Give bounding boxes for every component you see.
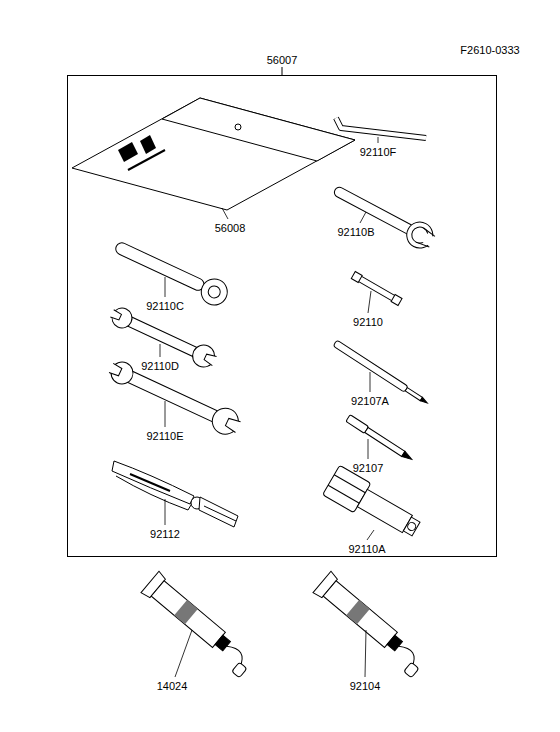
grease-tube bbox=[312, 571, 431, 678]
open-end-wrench bbox=[109, 305, 136, 332]
figure-code: F2610-0333 bbox=[460, 44, 519, 57]
open-end-wrench bbox=[106, 356, 244, 439]
callout-number: 92110 bbox=[353, 316, 383, 329]
plug-wrench bbox=[323, 465, 425, 543]
callout-number: 92110A bbox=[348, 543, 385, 556]
leader-line bbox=[165, 401, 166, 427]
open-end-wrench bbox=[126, 371, 222, 424]
grease-tube bbox=[221, 643, 247, 668]
open-end-wrench bbox=[208, 404, 243, 439]
open-end-wrench bbox=[110, 310, 122, 321]
kit-outline-box: 56007 bbox=[67, 75, 497, 557]
pliers bbox=[199, 497, 238, 527]
hex-key bbox=[336, 118, 426, 138]
ring-wrench bbox=[114, 241, 206, 292]
open-end-wrench bbox=[203, 352, 216, 365]
ring-wrench bbox=[111, 235, 232, 310]
screwdriver bbox=[420, 397, 428, 404]
small-wrench bbox=[351, 272, 362, 283]
callout-number: 56007 bbox=[68, 54, 496, 67]
open-end-wrench bbox=[107, 358, 136, 387]
plug-wrench bbox=[328, 485, 359, 503]
callout-number: 92107A bbox=[351, 395, 389, 408]
plug-wrench bbox=[334, 475, 365, 493]
hook-spanner bbox=[423, 228, 436, 236]
small-wrench bbox=[351, 272, 402, 306]
leader-line bbox=[282, 67, 283, 75]
grease-tube bbox=[151, 581, 225, 648]
open-end-wrench bbox=[125, 316, 200, 358]
callout-number: 92107 bbox=[353, 462, 384, 475]
callout-number: 92110E bbox=[146, 430, 183, 443]
open-end-wrench bbox=[225, 417, 241, 433]
leader-line bbox=[360, 212, 366, 223]
grease-tube bbox=[393, 643, 419, 668]
callout-number: 92110B bbox=[337, 226, 374, 239]
leader-line bbox=[365, 630, 366, 677]
plug-wrench bbox=[406, 521, 417, 532]
callout-number: 92112 bbox=[150, 528, 180, 541]
grease-tube bbox=[346, 600, 370, 624]
callout-number: 92110C bbox=[146, 300, 184, 313]
leader-line bbox=[367, 530, 374, 540]
grease-tube bbox=[174, 600, 198, 624]
open-end-wrench bbox=[189, 341, 218, 370]
screwdriver bbox=[346, 415, 369, 434]
leader-line bbox=[378, 137, 379, 143]
tool-pouch bbox=[72, 98, 355, 210]
leader-line bbox=[222, 208, 228, 219]
tool-pouch bbox=[235, 124, 241, 130]
leader-line bbox=[368, 439, 369, 459]
small-wrench bbox=[391, 295, 402, 306]
grease-tube bbox=[232, 662, 247, 678]
leader-line bbox=[160, 344, 161, 357]
hook-spanner bbox=[416, 240, 429, 248]
grease-tube bbox=[215, 635, 230, 651]
leader-line bbox=[370, 372, 371, 392]
tool-pouch bbox=[72, 98, 355, 210]
grease-tube bbox=[404, 662, 419, 678]
pliers bbox=[130, 474, 170, 491]
ring-wrench bbox=[197, 275, 232, 310]
hex-key bbox=[336, 118, 426, 138]
hook-spanner bbox=[402, 217, 437, 252]
grease-tube bbox=[140, 571, 259, 678]
screwdriver bbox=[365, 427, 405, 456]
leader-line bbox=[165, 277, 166, 297]
ring-wrench bbox=[206, 284, 222, 300]
callout-number: 14024 bbox=[157, 680, 188, 693]
leader-line bbox=[175, 630, 192, 677]
callout-number: 92110F bbox=[360, 146, 397, 159]
hook-spanner bbox=[417, 231, 436, 247]
tool-pouch bbox=[162, 98, 355, 161]
callout-number: 56008 bbox=[215, 222, 246, 235]
hook-spanner bbox=[329, 179, 440, 255]
tool-pouch bbox=[118, 142, 138, 162]
callout-number: 92110D bbox=[141, 360, 179, 373]
pliers bbox=[204, 506, 236, 521]
plug-wrench bbox=[357, 489, 412, 532]
tool-pouch bbox=[140, 135, 156, 154]
tool-pouch bbox=[128, 150, 165, 170]
open-end-wrench bbox=[109, 363, 122, 376]
callout-number: 92104 bbox=[350, 680, 381, 693]
screwdriver bbox=[346, 415, 414, 463]
plug-wrench bbox=[403, 517, 420, 536]
grease-tube bbox=[387, 635, 402, 651]
leader-line bbox=[165, 499, 166, 525]
screwdriver bbox=[402, 451, 414, 461]
leader-line bbox=[368, 291, 371, 313]
grease-tube bbox=[323, 581, 397, 648]
screwdriver bbox=[333, 340, 408, 392]
hex-key bbox=[336, 118, 426, 138]
screwdriver bbox=[405, 388, 422, 401]
pliers bbox=[112, 461, 238, 527]
pliers bbox=[116, 476, 194, 510]
pliers bbox=[112, 461, 194, 504]
